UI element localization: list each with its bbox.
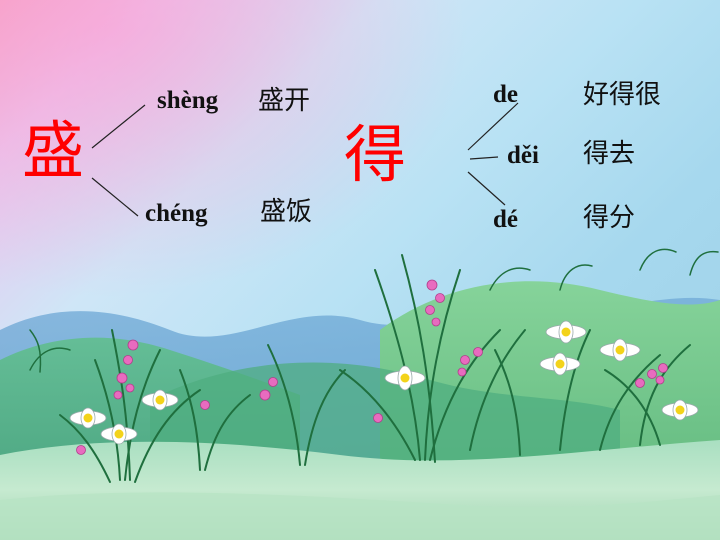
pinyin-cheng: chéng: [145, 200, 208, 227]
pinyin-dei: děi: [507, 142, 539, 169]
connector-sheng: [91, 104, 146, 149]
connector-de-second: [467, 171, 506, 206]
pinyin-de-second: dé: [493, 206, 518, 233]
word-defen: 得分: [583, 203, 636, 233]
pinyin-sheng: shèng: [157, 87, 219, 114]
character-sheng: 盛: [22, 114, 85, 187]
word-shengkai: 盛开: [258, 86, 311, 116]
character-de: 得: [344, 118, 407, 191]
connector-de-neutral: [467, 102, 519, 151]
connector-dei: [469, 156, 499, 160]
word-chengfan: 盛饭: [260, 197, 313, 227]
connector-cheng: [91, 177, 139, 217]
word-deiqu: 得去: [583, 139, 636, 169]
word-haodehen: 好得很: [583, 80, 662, 110]
pinyin-de-neutral: de: [493, 81, 518, 108]
